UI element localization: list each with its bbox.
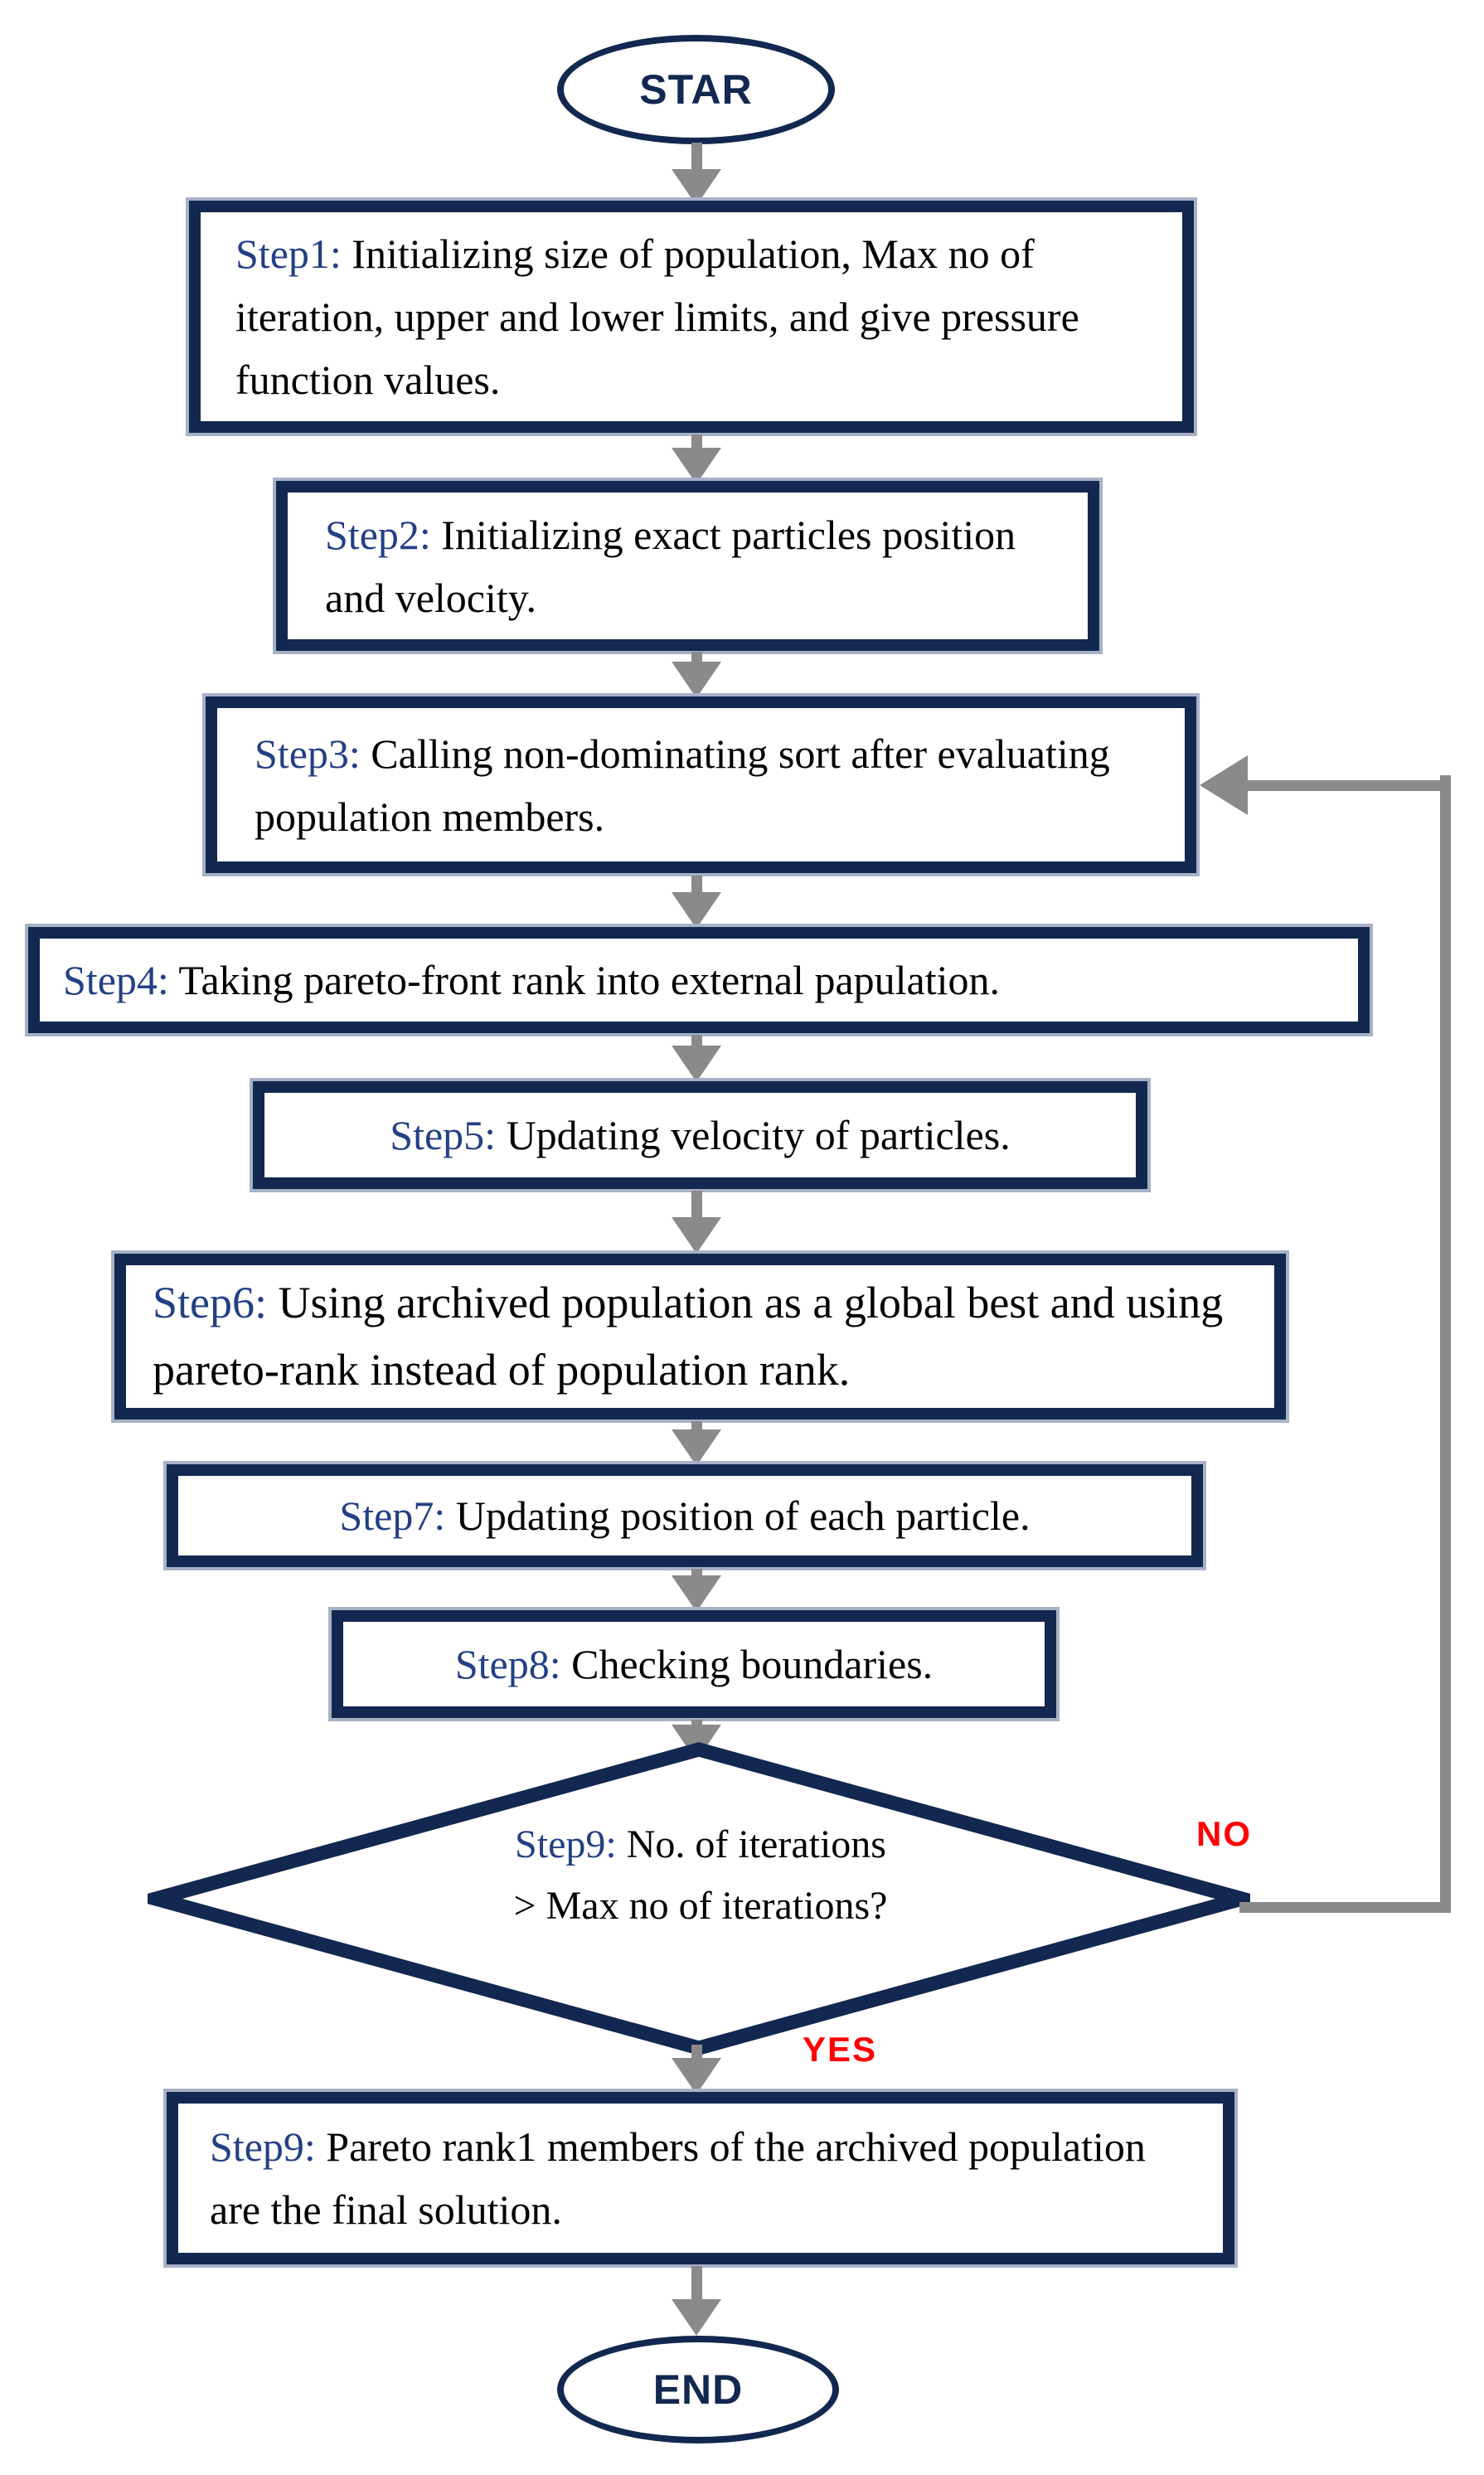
- step9-text: Pareto rank1 members of the archived pop…: [210, 2123, 1146, 2233]
- no-label: NO: [1196, 1814, 1252, 1853]
- step1-text: Initializing size of population, Max no …: [235, 231, 1079, 403]
- step5-text: Updating velocity of particles.: [506, 1112, 1011, 1158]
- step8-process: Step8: Checking boundaries.: [328, 1607, 1060, 1721]
- flow-arrow-10-head: [672, 2058, 721, 2094]
- flow-arrow-1: [691, 143, 702, 171]
- step3-label: Step3:: [255, 730, 361, 777]
- end-label: END: [652, 2366, 744, 2413]
- step6-label: Step6:: [153, 1278, 268, 1327]
- loopback-top-segment: [1245, 780, 1448, 791]
- flow-arrow-10: [691, 2045, 702, 2060]
- step7-label: Step7:: [339, 1492, 446, 1539]
- start-terminator: STAR: [557, 35, 835, 144]
- flow-arrow-2: [691, 434, 702, 449]
- step7-text: Updating position of each particle.: [455, 1492, 1031, 1539]
- flow-arrow-1-head: [672, 169, 721, 206]
- decision-line1: No. of iterations: [626, 1822, 886, 1866]
- end-terminator: END: [557, 2336, 839, 2443]
- step4-process: Step4: Taking pareto-front rank into ext…: [25, 924, 1373, 1036]
- yes-label: YES: [803, 2030, 878, 2069]
- step2-text: Initializing exact particles position an…: [325, 511, 1016, 621]
- step3-text: Calling non-dominating sort after evalua…: [255, 730, 1110, 840]
- flow-arrow-11-head: [672, 2299, 721, 2336]
- step8-text: Checking boundaries.: [571, 1641, 934, 1687]
- step5-label: Step5:: [390, 1112, 497, 1158]
- step1-label: Step1:: [235, 231, 342, 277]
- step5-process: Step5: Updating velocity of particles.: [250, 1078, 1151, 1192]
- step2-label: Step2:: [325, 511, 431, 558]
- flow-arrow-6-head: [672, 1217, 721, 1254]
- step2-process: Step2: Initializing exact particles posi…: [273, 478, 1103, 654]
- flow-arrow-3: [691, 652, 702, 663]
- loopback-bottom-segment: [1239, 1902, 1451, 1913]
- flow-arrow-4: [691, 876, 702, 894]
- step6-process: Step6: Using archived population as a gl…: [111, 1250, 1289, 1423]
- flow-arrow-4-head: [672, 892, 721, 929]
- step3-process: Step3: Calling non-dominating sort after…: [202, 693, 1200, 876]
- decision-text: Step9: No. of iterations > Max no of ite…: [282, 1814, 1119, 1938]
- step6-text: Using archived population as a global be…: [153, 1278, 1224, 1395]
- flow-arrow-7: [691, 1421, 702, 1431]
- step4-label: Step4:: [63, 957, 169, 1003]
- loopback-vertical-segment: [1440, 775, 1451, 1913]
- start-label: STAR: [639, 66, 753, 113]
- step7-process: Step7: Updating position of each particl…: [163, 1461, 1206, 1570]
- loopback-arrow-head: [1200, 755, 1248, 815]
- step9-process: Step9: Pareto rank1 members of the archi…: [163, 2089, 1238, 2268]
- flow-arrow-6: [691, 1191, 702, 1219]
- step1-process: Step1: Initializing size of population, …: [186, 197, 1197, 436]
- step8-label: Step8:: [454, 1641, 561, 1687]
- flow-arrow-8-head: [672, 1575, 721, 1612]
- flow-arrow-5: [691, 1035, 702, 1047]
- decision-line2: > Max no of iterations?: [513, 1884, 888, 1929]
- flow-arrow-8: [691, 1569, 702, 1577]
- flow-arrow-5-head: [672, 1046, 721, 1082]
- step4-text: Taking pareto-front rank into external p…: [178, 957, 1001, 1003]
- flow-arrow-11: [691, 2266, 702, 2301]
- flow-arrow-9: [691, 1720, 702, 1726]
- decision-label: Step9:: [515, 1822, 617, 1866]
- step9-label: Step9:: [210, 2123, 316, 2170]
- flow-arrow-2-head: [672, 448, 721, 484]
- flow-arrow-3-head: [672, 662, 721, 698]
- flow-arrow-7-head: [672, 1429, 721, 1466]
